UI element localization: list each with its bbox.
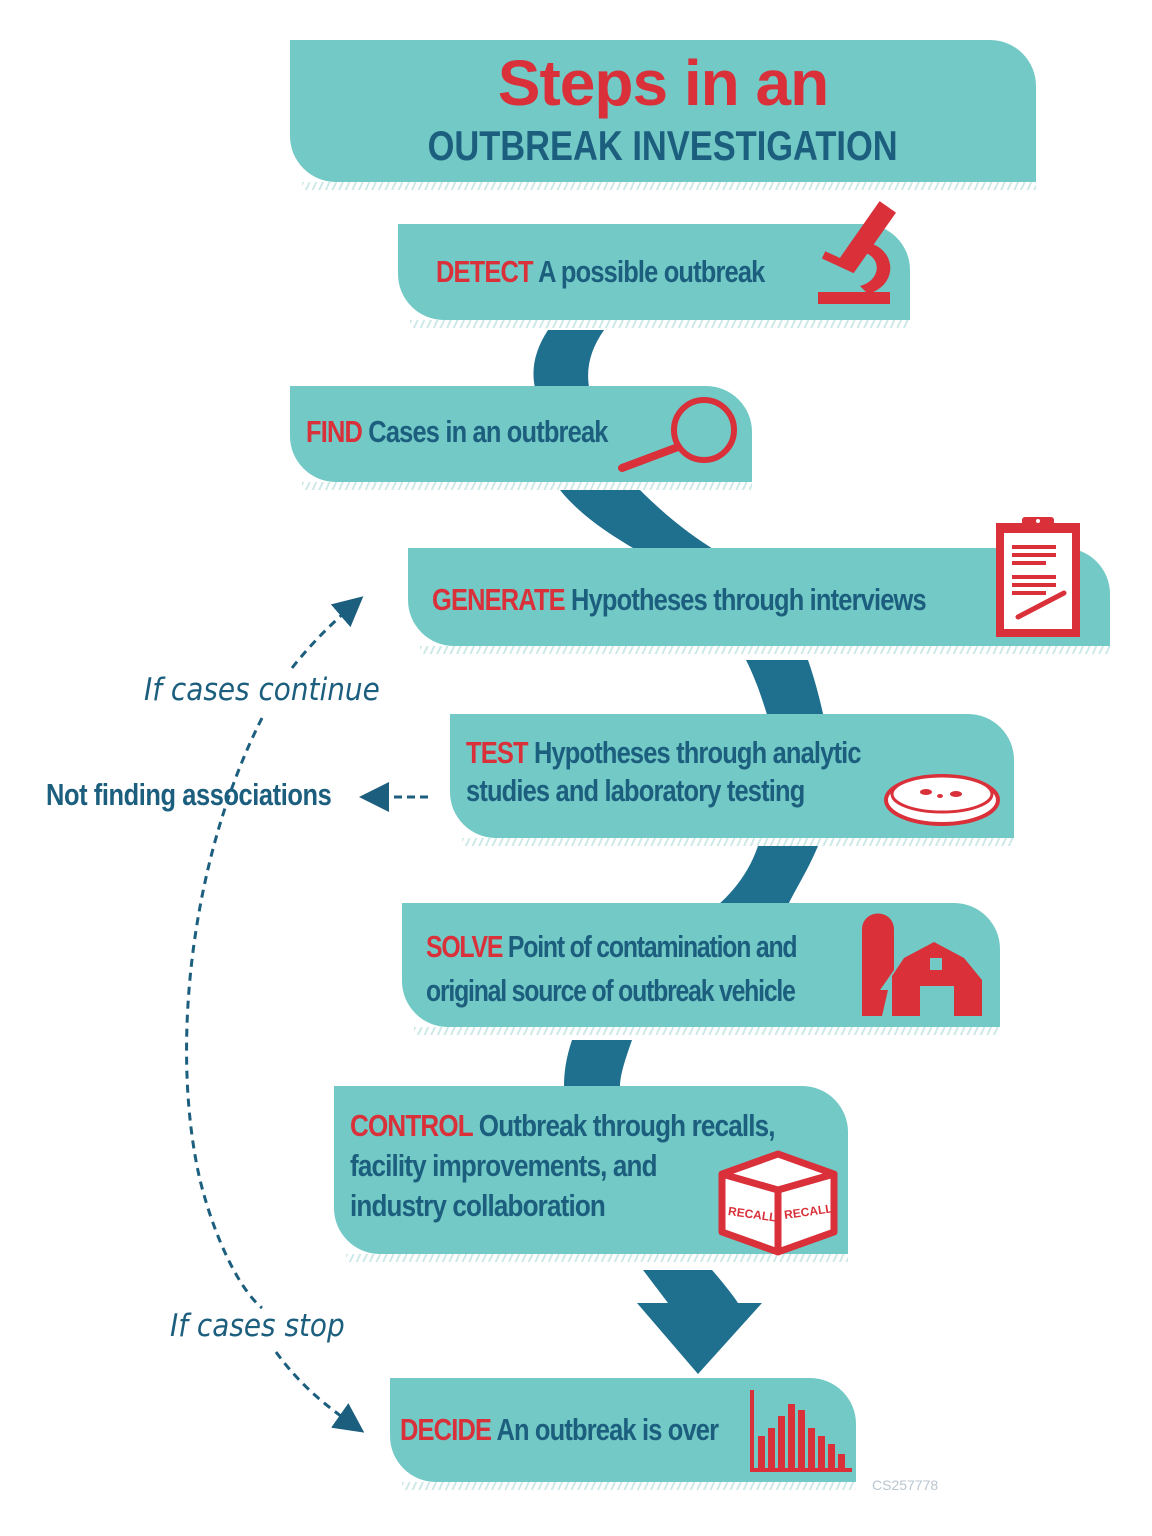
step-description-line-2: studies and laboratory testing bbox=[466, 773, 805, 808]
epi-bar bbox=[768, 1428, 775, 1468]
ribbon-solve-to-control bbox=[564, 1040, 632, 1087]
step-keyword: DETECT bbox=[436, 254, 534, 289]
farm-barn-silo-icon bbox=[862, 913, 982, 1016]
step-description: A possible outbreak bbox=[538, 254, 765, 289]
recall-label-left: RECALL bbox=[727, 1204, 777, 1225]
label-not-finding-associations: Not finding associations bbox=[46, 777, 332, 812]
petri-dish-icon bbox=[884, 774, 1000, 826]
epi-bar bbox=[778, 1416, 785, 1468]
title-line-2: OUTBREAK INVESTIGATION bbox=[427, 122, 899, 169]
ribbon-find-to-generate bbox=[560, 490, 718, 552]
step-test: TEST Hypotheses through analytic studies… bbox=[450, 714, 1014, 846]
document-code: CS257778 bbox=[872, 1477, 939, 1493]
title-banner: Steps in an OUTBREAK INVESTIGATION bbox=[290, 40, 1036, 190]
label-if-cases-continue: If cases continue bbox=[144, 672, 380, 708]
epi-bar bbox=[838, 1454, 845, 1468]
step-description-line-1: Outbreak through recalls, bbox=[478, 1108, 776, 1143]
step-description-line-2: facility improvements, and bbox=[350, 1148, 657, 1183]
epi-bar bbox=[808, 1428, 815, 1468]
epi-bar bbox=[758, 1436, 765, 1468]
epi-bar bbox=[798, 1410, 805, 1468]
big-down-arrow bbox=[637, 1270, 762, 1374]
recall-label-right: RECALL bbox=[783, 1201, 833, 1222]
clipboard-icon bbox=[996, 517, 1080, 637]
epi-bar bbox=[818, 1436, 825, 1468]
step-description: An outbreak is over bbox=[496, 1412, 719, 1447]
step-description: Hypotheses through interviews bbox=[571, 582, 927, 617]
step-description-line-2: original source of outbreak vehicle bbox=[426, 973, 796, 1008]
arrow-if-cases-continue-upper bbox=[290, 596, 364, 669]
step-keyword: SOLVE bbox=[426, 929, 503, 964]
epi-curve-chart-icon bbox=[750, 1390, 852, 1472]
epi-bar bbox=[828, 1444, 835, 1468]
title-line-1: Steps in an bbox=[497, 47, 829, 119]
arrow-loop-back-curve bbox=[185, 717, 264, 1310]
step-keyword: TEST bbox=[466, 735, 529, 770]
recall-box-icon: RECALL RECALL bbox=[718, 1150, 838, 1256]
step-description: Cases in an outbreak bbox=[368, 414, 608, 449]
ribbon-generate-to-test bbox=[746, 660, 824, 718]
step-generate: GENERATE Hypotheses through interviews bbox=[408, 548, 1110, 654]
step-description-line-1: Point of contamination and bbox=[507, 929, 798, 964]
step-description-line-1: Hypotheses through analytic bbox=[533, 735, 862, 770]
ribbon-detect-to-find bbox=[533, 330, 604, 392]
step-description-line-3: industry collaboration bbox=[350, 1188, 606, 1223]
epi-bar bbox=[788, 1404, 795, 1468]
step-keyword: DECIDE bbox=[400, 1412, 492, 1447]
step-keyword: FIND bbox=[306, 414, 363, 449]
step-keyword: CONTROL bbox=[350, 1108, 473, 1143]
arrow-if-cases-stop-lower bbox=[274, 1351, 365, 1433]
step-keyword: GENERATE bbox=[432, 582, 566, 617]
microscope-icon bbox=[818, 201, 896, 304]
magnifying-glass-icon bbox=[618, 397, 737, 472]
ribbon-test-to-solve bbox=[718, 846, 818, 905]
label-if-cases-stop: If cases stop bbox=[170, 1308, 345, 1344]
